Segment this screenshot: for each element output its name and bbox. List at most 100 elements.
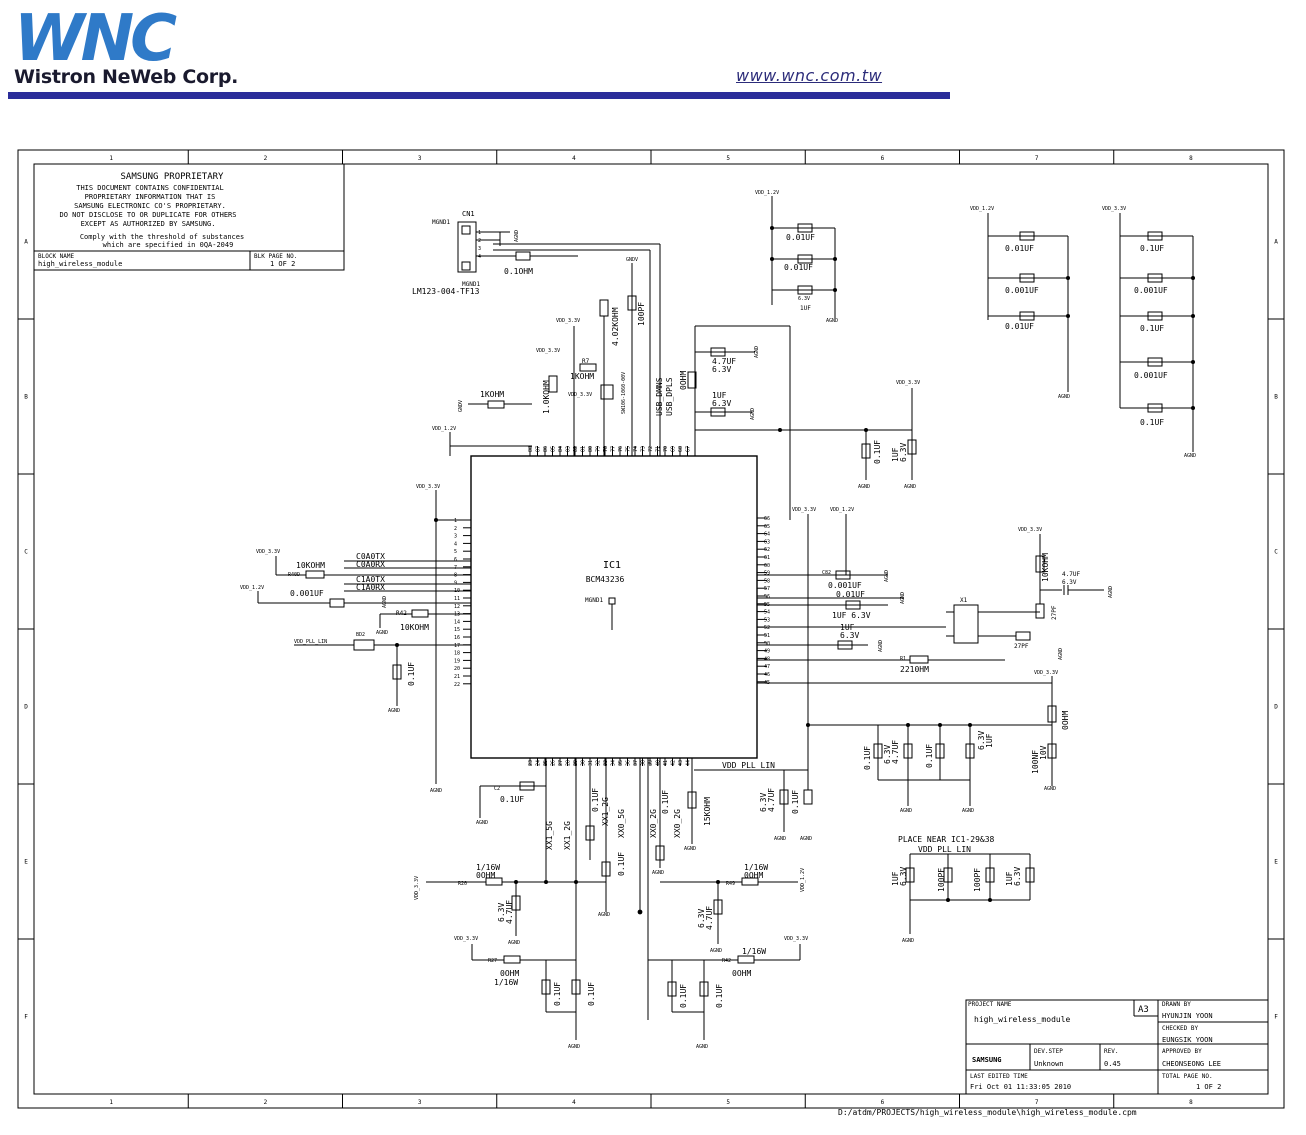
ic-pin-number: 39 — [648, 760, 654, 766]
svg-text:AGND: AGND — [962, 808, 974, 814]
ic-pin-number: 9 — [454, 580, 457, 586]
svg-text:6.3V: 6.3V — [1013, 867, 1022, 886]
ic-pin-number: 1 — [454, 518, 457, 524]
ic-pin-number: 42 — [671, 760, 677, 766]
column-label: 8 — [1189, 155, 1193, 162]
svg-text:100PF: 100PF — [973, 868, 982, 892]
ic-pin-number: 59 — [764, 571, 770, 577]
svg-text:AGND: AGND — [376, 630, 388, 636]
svg-text:0.01UF: 0.01UF — [786, 233, 815, 242]
svg-text:0.1UF: 0.1UF — [679, 984, 688, 1008]
ic-pin-number: 21 — [454, 674, 460, 680]
svg-text:LAST EDITED TIME: LAST EDITED TIME — [970, 1073, 1028, 1080]
mgnd-label: MGND1 — [585, 597, 603, 604]
bottom-network: C2 0.1UF AGND XX1_5G XX1_2G XX1_2G XX0_5… — [414, 758, 808, 1050]
svg-text:1KOHM: 1KOHM — [570, 372, 594, 381]
left-components: VDD_1.2V VDD_3.3V AGND VDD_3.3V 10KOHM R… — [240, 426, 532, 794]
website-link[interactable]: www.wnc.com.tw — [736, 66, 883, 85]
svg-text:DRAWN BY: DRAWN BY — [1162, 1001, 1191, 1008]
ic-pin-number: 28 — [566, 760, 572, 766]
proprietary-line: PROPRIETARY INFORMATION THAT IS — [85, 193, 216, 201]
svg-text:0OHM: 0OHM — [732, 969, 751, 978]
svg-text:100PF: 100PF — [637, 302, 646, 326]
svg-text:1UF: 1UF — [712, 391, 727, 400]
ic-pin-number: 86 — [543, 446, 549, 452]
proprietary-line: DO NOT DISCLOSE TO OR DUPLICATE FOR OTHE… — [59, 211, 236, 219]
svg-text:6.3V: 6.3V — [759, 793, 768, 812]
ic-pin-number: 62 — [764, 547, 770, 553]
svg-text:AGND: AGND — [800, 836, 812, 842]
svg-text:2: 2 — [478, 238, 481, 244]
svg-text:6.3V: 6.3V — [899, 867, 908, 886]
samsung-logo: SAMSUNG — [972, 1056, 1002, 1064]
svg-text:AGND: AGND — [826, 318, 838, 324]
wnc-logo: WNC — [14, 8, 181, 66]
column-label: 8 — [1189, 1099, 1193, 1106]
ic-pin-number: 74 — [633, 446, 639, 452]
ic-pin-number: 78 — [603, 446, 609, 452]
svg-text:AGND: AGND — [508, 940, 520, 946]
column-label: 5 — [726, 155, 730, 162]
ic-pin-number: 50 — [764, 641, 770, 647]
ic-pin-number: 41 — [663, 760, 669, 766]
svg-text:R40D: R40D — [288, 572, 300, 578]
svg-text:0.1UF: 0.1UF — [791, 790, 800, 814]
logo-text: WNC — [14, 8, 177, 66]
svg-text:C0A0TX: C0A0TX — [356, 552, 385, 561]
svg-text:AGND: AGND — [1058, 648, 1064, 660]
svg-text:1UF: 1UF — [891, 871, 900, 886]
svg-text:AGND: AGND — [430, 788, 442, 794]
svg-text:4.7UF: 4.7UF — [767, 788, 776, 812]
svg-text:XX1_2G: XX1_2G — [563, 821, 572, 850]
header-divider — [8, 92, 950, 99]
svg-text:4.7UF: 4.7UF — [712, 357, 736, 366]
proprietary-line: EXCEPT AS AUTHORIZED BY SAMSUNG. — [81, 220, 216, 228]
svg-text:Unknown: Unknown — [1034, 1060, 1064, 1068]
svg-text:C1A0RX: C1A0RX — [356, 583, 385, 592]
svg-text:6.3V: 6.3V — [712, 399, 731, 408]
svg-text:R1: R1 — [900, 656, 906, 662]
ic-pin-number: 69 — [671, 446, 677, 452]
ic-pin-number: 16 — [454, 635, 460, 641]
svg-text:4.7UF: 4.7UF — [891, 740, 900, 764]
row-label: F — [1274, 1014, 1278, 1021]
svg-text:0OHM: 0OHM — [476, 871, 495, 880]
ic-pin-number: 79 — [596, 446, 602, 452]
svg-text:2210HM: 2210HM — [900, 665, 929, 674]
column-label: 2 — [264, 155, 268, 162]
svg-text:USB_DPLS: USB_DPLS — [665, 377, 674, 416]
svg-text:VDD_3.3V: VDD_3.3V — [568, 392, 592, 398]
ic-pin-number: 71 — [656, 446, 662, 452]
ic-pin-number: 20 — [454, 666, 460, 672]
svg-text:VDD_1.2V: VDD_1.2V — [970, 206, 994, 212]
svg-text:1/16W: 1/16W — [476, 863, 500, 872]
svg-text:VDD_3.3V: VDD_3.3V — [256, 549, 280, 555]
svg-text:X1: X1 — [960, 597, 968, 604]
svg-text:CHEONSEONG LEE: CHEONSEONG LEE — [1162, 1060, 1221, 1068]
svg-text:0.1UF: 0.1UF — [553, 982, 562, 1006]
mgnd-label: MGND1 — [432, 219, 450, 226]
ic-pin-number: 35 — [618, 760, 624, 766]
svg-text:AGND: AGND — [382, 596, 388, 608]
svg-text:6.3V: 6.3V — [798, 296, 810, 302]
ic-pin-number: 27 — [558, 760, 564, 766]
svg-text:MGND1: MGND1 — [462, 281, 480, 288]
ic-pin-number: 22 — [454, 682, 460, 688]
svg-text:XX0_5G: XX0_5G — [617, 809, 626, 838]
ic-pin-number: 80 — [588, 446, 594, 452]
ic-pin-number: 49 — [764, 649, 770, 655]
svg-text:27PF: 27PF — [1051, 605, 1058, 620]
ic-pin-number: 5 — [454, 549, 457, 555]
ic-ref: IC1 — [603, 560, 621, 571]
svg-text:AGND: AGND — [750, 408, 756, 420]
column-label: 3 — [418, 1099, 422, 1106]
ic-pin-number: 52 — [764, 625, 770, 631]
svg-text:C1A0TX: C1A0TX — [356, 575, 385, 584]
ic-pin-number: 51 — [764, 633, 770, 639]
svg-text:0.1UF: 0.1UF — [1140, 324, 1164, 333]
ic-pin-number: 60 — [764, 563, 770, 569]
svg-text:1UF 6.3V: 1UF 6.3V — [832, 611, 871, 620]
svg-text:BD2: BD2 — [356, 632, 365, 638]
ic-pin-number: 37 — [633, 760, 639, 766]
